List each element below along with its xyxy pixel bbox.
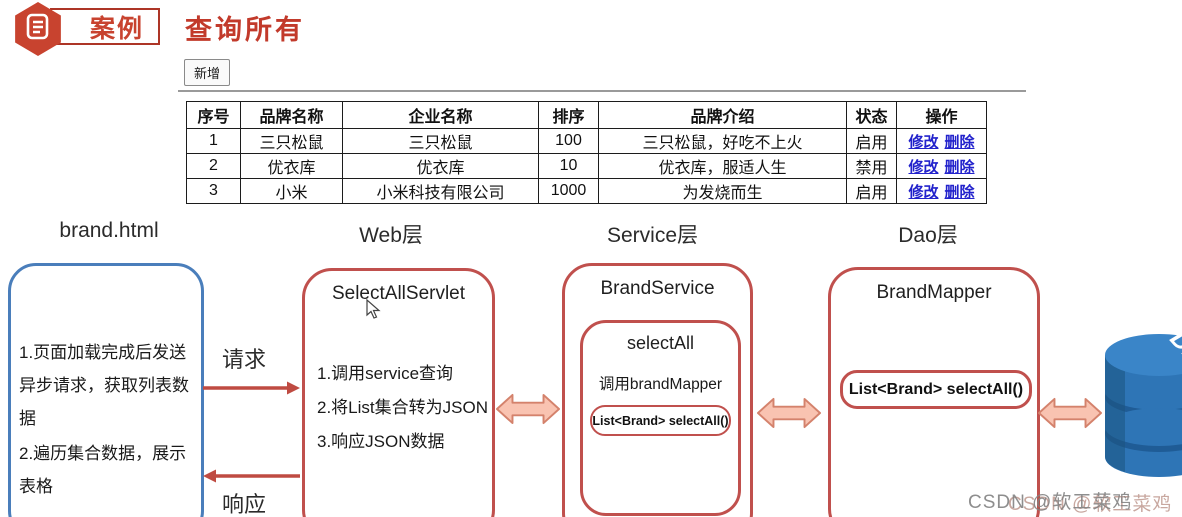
table-row: 3 小米 小米科技有限公司 1000 为发烧而生 启用 修改删除 [186, 178, 987, 204]
cell-operations: 修改删除 [896, 153, 987, 179]
cell-description: 三只松鼠，好吃不上火 [598, 128, 847, 154]
table-row: 1 三只松鼠 三只松鼠 100 三只松鼠，好吃不上火 启用 修改删除 [186, 128, 987, 154]
cell-operations: 修改删除 [896, 178, 987, 204]
table-header-row: 序号 品牌名称 企业名称 排序 品牌介绍 状态 操作 [186, 101, 987, 129]
web-step-2: 2.将List集合转为JSON [317, 398, 488, 417]
dao-db-double-arrow [1038, 394, 1102, 437]
cell-no: 1 [186, 128, 241, 154]
label-client-layer: brand.html [59, 219, 159, 242]
dao-box: BrandMapper List<Brand> selectAll() [828, 267, 1040, 517]
service-signature-box: List<Brand> selectAll() [590, 405, 731, 436]
dao-box-title: BrandMapper [876, 282, 992, 303]
service-method-name: selectAll [626, 333, 695, 353]
web-step-3: 3.响应JSON数据 [317, 432, 445, 451]
watermark-ghost: CSDN @软工菜鸡 [1008, 494, 1173, 515]
document-icon [25, 13, 51, 46]
cell-description: 为发烧而生 [598, 178, 847, 204]
col-header-no: 序号 [186, 101, 241, 129]
cell-status: 禁用 [846, 153, 897, 179]
cell-brand: 小米 [240, 178, 343, 204]
col-header-order: 排序 [538, 101, 599, 129]
cell-status: 启用 [846, 178, 897, 204]
cell-no: 2 [186, 153, 241, 179]
service-box: BrandService selectAll 调用brandMapper Lis… [562, 263, 753, 517]
cell-order: 1000 [538, 178, 599, 204]
label-web-layer: Web层 [359, 224, 423, 247]
edit-link[interactable]: 修改 [908, 183, 939, 201]
service-call-text: 调用brandMapper [598, 376, 723, 393]
col-header-description: 品牌介绍 [598, 101, 847, 129]
service-dao-double-arrow [757, 394, 821, 437]
case-badge-box: 案例 [50, 8, 160, 45]
col-header-brand: 品牌名称 [240, 101, 343, 129]
page-title: 查询所有 [185, 15, 305, 45]
col-header-status: 状态 [846, 101, 897, 129]
col-header-company: 企业名称 [342, 101, 539, 129]
add-button[interactable]: 新增 [184, 59, 231, 86]
client-step-2: 2.遍历集合数据，展示表格 [19, 444, 187, 496]
case-badge-label: 案例 [89, 14, 144, 43]
watermark: CSDN @软工菜鸡 [968, 492, 1133, 513]
cell-company: 三只松鼠 [342, 128, 539, 154]
cell-no: 3 [186, 178, 241, 204]
delete-link[interactable]: 删除 [944, 133, 975, 151]
dao-signature-box: List<Brand> selectAll() [840, 370, 1032, 409]
brand-table: 序号 品牌名称 企业名称 排序 品牌介绍 状态 操作 1 三只松鼠 三只松鼠 1… [186, 101, 987, 204]
delete-link[interactable]: 删除 [944, 183, 975, 201]
label-service-layer: Service层 [606, 224, 699, 247]
request-label: 请求 [222, 347, 267, 372]
table-row: 2 优衣库 优衣库 10 优衣库，服适人生 禁用 修改删除 [186, 153, 987, 179]
client-box: 1.页面加载完成后发送异步请求，获取列表数据 2.遍历集合数据，展示表格 [8, 263, 204, 517]
mouse-cursor-icon [366, 298, 381, 325]
edit-link[interactable]: 修改 [908, 133, 939, 151]
web-box-title: SelectAllServlet [331, 283, 466, 304]
cell-brand: 优衣库 [240, 153, 343, 179]
cell-operations: 修改删除 [896, 128, 987, 154]
cell-order: 100 [538, 128, 599, 154]
delete-link[interactable]: 删除 [944, 158, 975, 176]
request-arrow [203, 380, 300, 401]
edit-link[interactable]: 修改 [908, 158, 939, 176]
cell-description: 优衣库，服适人生 [598, 153, 847, 179]
cell-order: 10 [538, 153, 599, 179]
col-header-operations: 操作 [896, 101, 987, 129]
cell-status: 启用 [846, 128, 897, 154]
label-dao-layer: Dao层 [898, 224, 958, 247]
response-label: 响应 [222, 492, 267, 517]
database-icon: DB [1103, 325, 1182, 484]
cell-company: 小米科技有限公司 [342, 178, 539, 204]
web-service-double-arrow [496, 390, 560, 433]
cell-company: 优衣库 [342, 153, 539, 179]
service-box-title: BrandService [600, 278, 715, 299]
response-arrow [203, 468, 300, 489]
cell-brand: 三只松鼠 [240, 128, 343, 154]
select-all-method-box: selectAll 调用brandMapper List<Brand> sele… [580, 320, 741, 516]
client-step-1: 1.页面加载完成后发送异步请求，获取列表数据 [19, 343, 189, 428]
horizontal-divider [178, 90, 1026, 92]
web-step-1: 1.调用service查询 [317, 364, 454, 383]
web-box: SelectAllServlet 1.调用service查询 2.将List集合… [302, 268, 495, 517]
